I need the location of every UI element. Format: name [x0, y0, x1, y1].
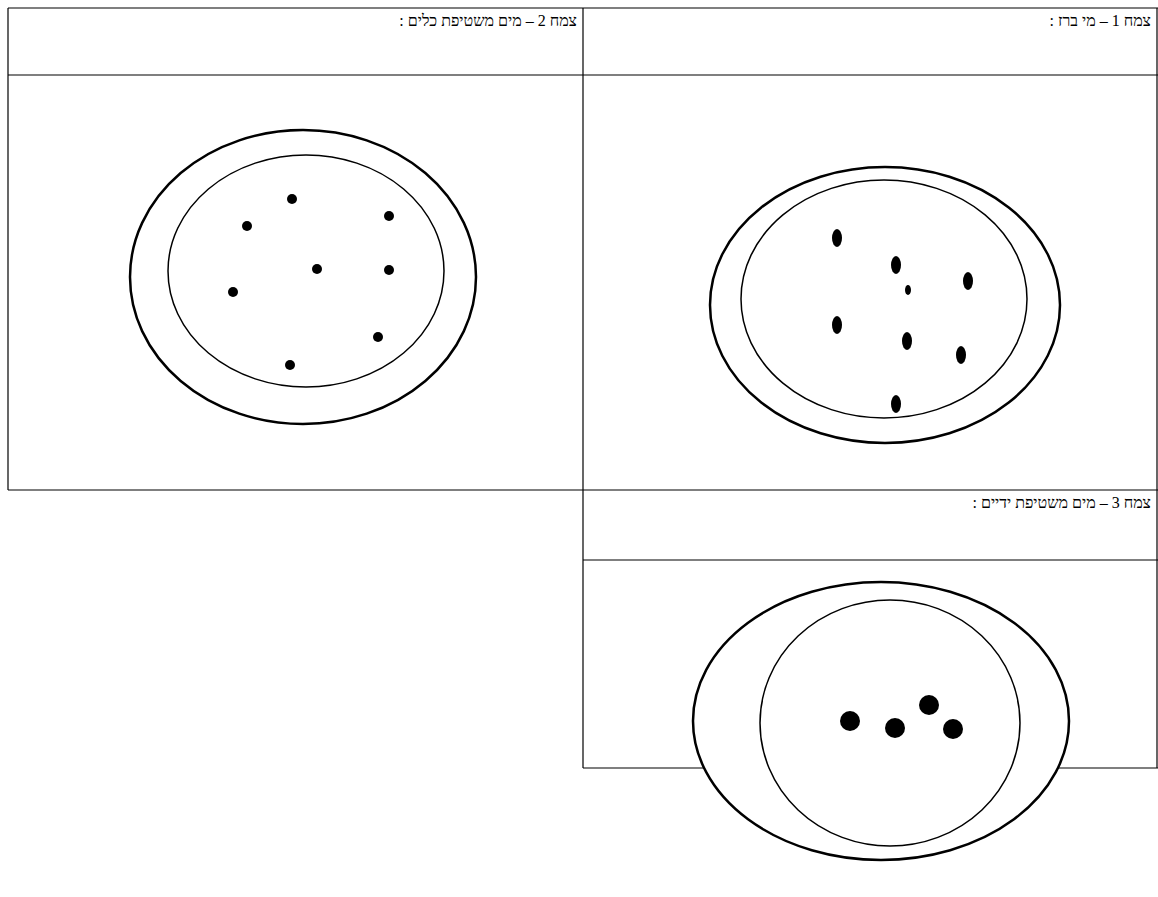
table-cell: צמח 1 – מי ברז : [584, 9, 1156, 74]
petri-dish [710, 167, 1060, 443]
table-cell: צמח 3 – מים משטיפת ידיים : [584, 491, 1156, 559]
petri-dish [130, 130, 476, 424]
cell-heading: צמח 1 – מי ברז : [584, 9, 1156, 31]
cell-heading: צמח 3 – מים משטיפת ידיים : [584, 491, 1156, 513]
table-cell: צמח 2 – מים משטיפת כלים : [9, 9, 582, 74]
cell-heading: צמח 2 – מים משטיפת כלים : [9, 9, 582, 31]
petri-dish [693, 582, 1069, 860]
